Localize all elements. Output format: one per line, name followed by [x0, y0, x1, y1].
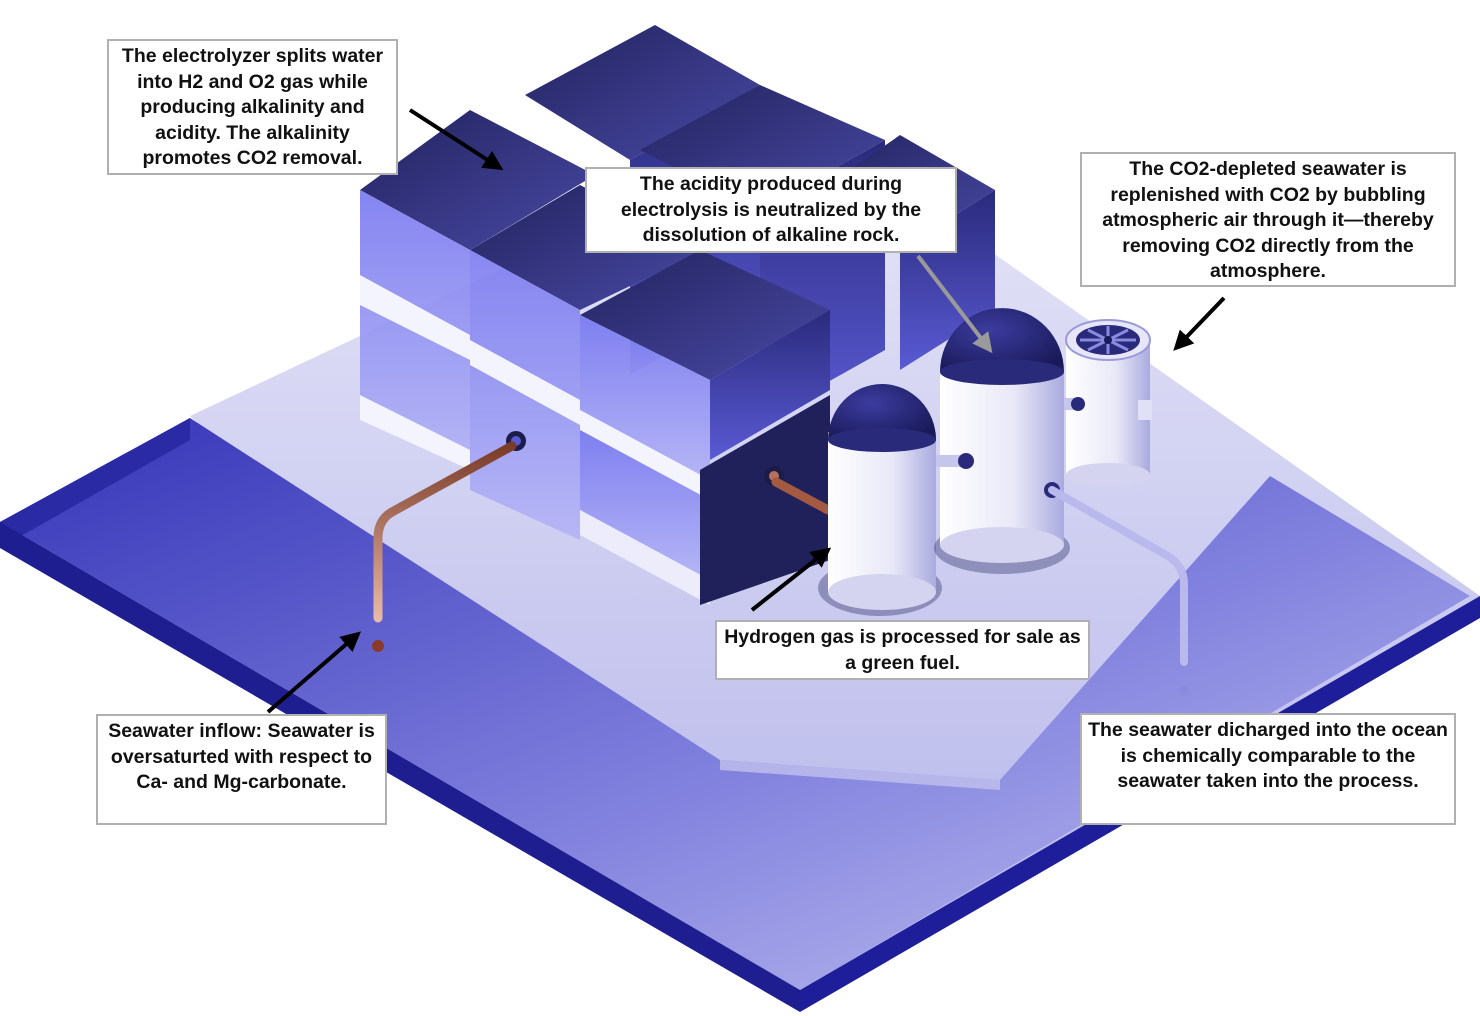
arrow-co2: [1173, 296, 1226, 351]
seawater-basin: [0, 418, 1470, 1012]
callout-hydrogen-gas: Hydrogen gas is processed for sale as a …: [715, 620, 1090, 680]
electrolyzer-cubes-icon: [360, 25, 995, 605]
callout-co2-replenishment: The CO2-depleted seawater is replenished…: [1080, 152, 1456, 287]
fan-icon: [1064, 319, 1152, 487]
hydrogen-tank-icon: [818, 384, 942, 616]
copper-pipe-icon: [372, 441, 833, 652]
arrow-inflow: [266, 631, 362, 714]
arrow-acidity: [916, 254, 993, 354]
arrow-hydrogen: [750, 547, 832, 612]
callout-electrolyzer: The electrolyzer splits water into H2 an…: [107, 39, 398, 175]
callout-arrows: [266, 108, 1226, 714]
callout-seawater-inflow: Seawater inflow: Seawater is oversaturte…: [96, 714, 387, 825]
outflow-pipe-icon: [1048, 486, 1189, 695]
arrow-electrolyzer: [408, 108, 504, 171]
alkaline-rock-tank-icon: [934, 308, 1070, 574]
callout-seawater-discharge: The seawater dicharged into the ocean is…: [1080, 713, 1456, 825]
callout-acidity-neutralization: The acidity produced during electrolysis…: [585, 167, 957, 253]
